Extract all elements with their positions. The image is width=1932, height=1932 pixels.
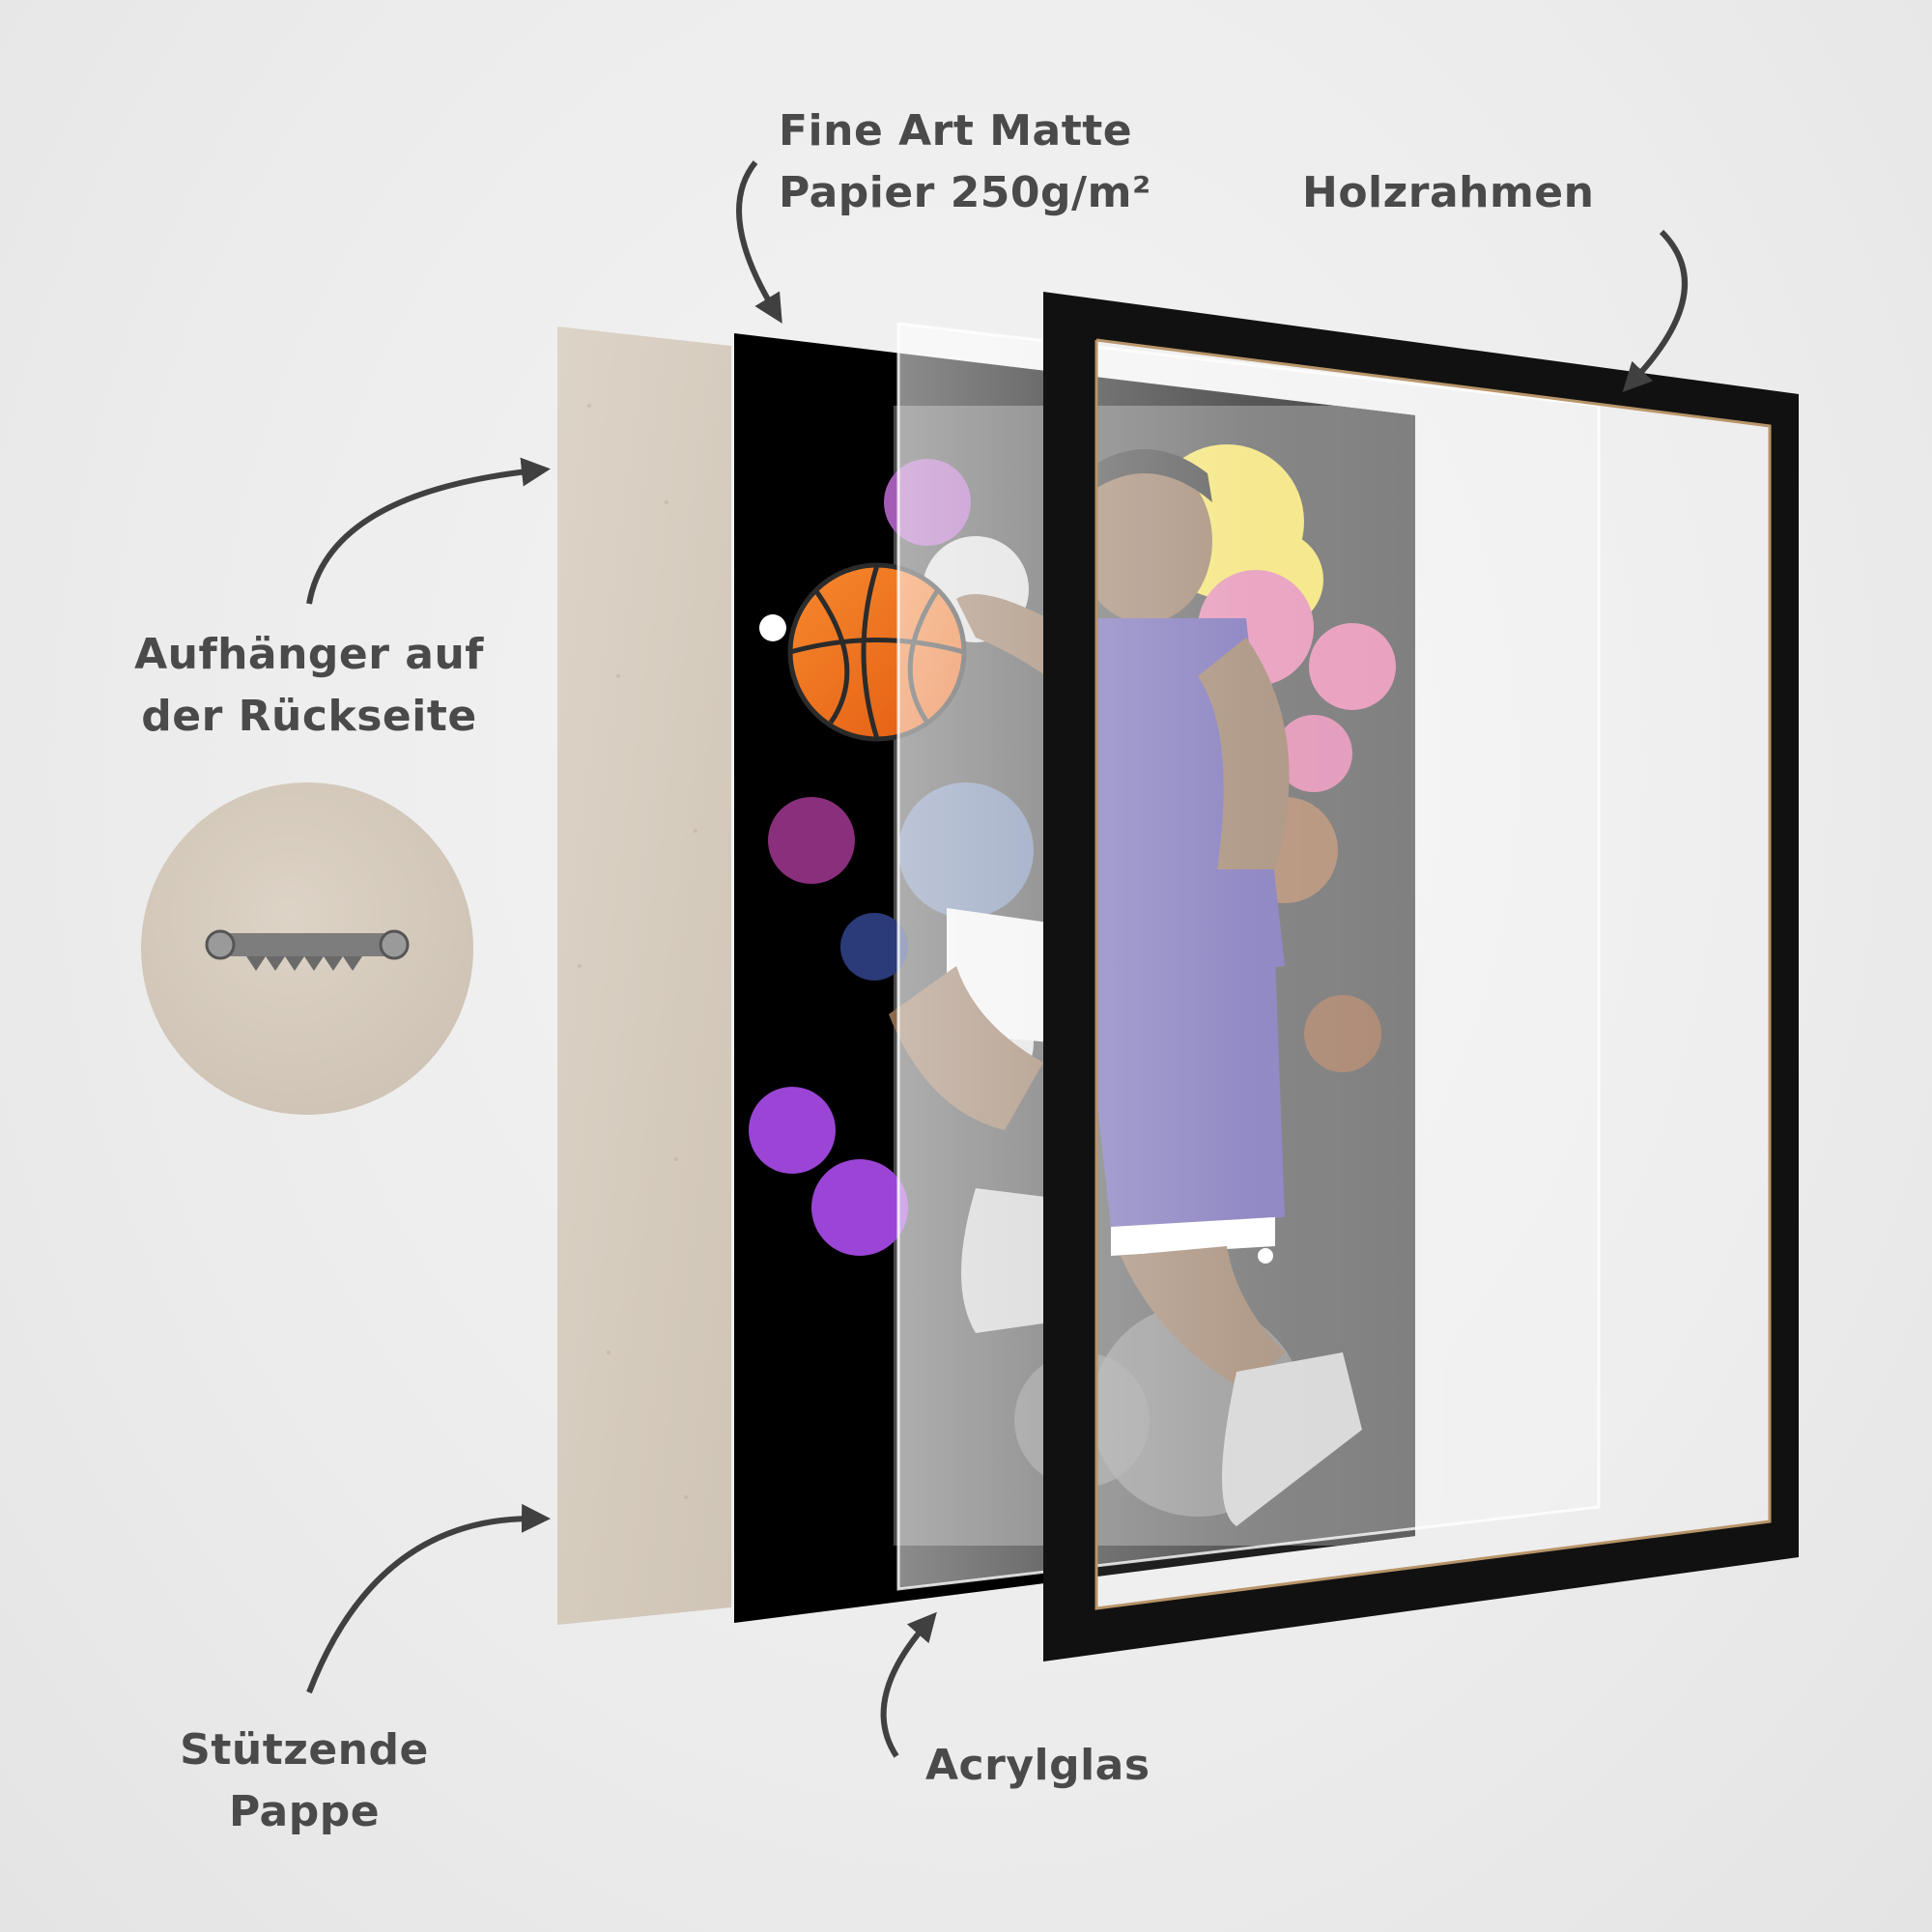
label-frame-text: Holzrahmen: [1302, 168, 1595, 217]
label-acrylic: Acrylglas: [925, 1735, 1151, 1797]
label-hanger-line1: Aufhänger auf: [134, 630, 484, 679]
cardboard-speckles: [578, 404, 697, 1499]
wooden-frame: [1043, 292, 1799, 1662]
label-hanger: Aufhänger auf der Rückseite: [116, 624, 502, 748]
label-paper-line2: Papier 250g/m²: [779, 168, 1151, 217]
arrow-to-paper: [736, 160, 782, 324]
label-backing: Stützende Pappe: [145, 1719, 464, 1843]
arrow-to-hanger: [306, 457, 551, 605]
arrow-to-frame: [1622, 229, 1688, 392]
label-paper-line1: Fine Art Matte: [779, 106, 1133, 156]
arrow-to-backing: [306, 1503, 551, 1694]
label-frame: Holzrahmen: [1302, 162, 1594, 224]
sawtooth-hanger-icon: [205, 929, 410, 971]
label-backing-line2: Pappe: [228, 1787, 381, 1836]
frame-glazing: [1096, 340, 1770, 1608]
hanger-detail-circle: [141, 782, 473, 1115]
label-paper: Fine Art Matte Papier 250g/m²: [779, 100, 1151, 224]
backing-board: [557, 327, 731, 1625]
label-acrylic-text: Acrylglas: [925, 1741, 1151, 1790]
arrow-to-acrylic: [880, 1611, 937, 1758]
label-hanger-line2: der Rückseite: [141, 692, 477, 741]
label-backing-line1: Stützende: [180, 1725, 429, 1775]
